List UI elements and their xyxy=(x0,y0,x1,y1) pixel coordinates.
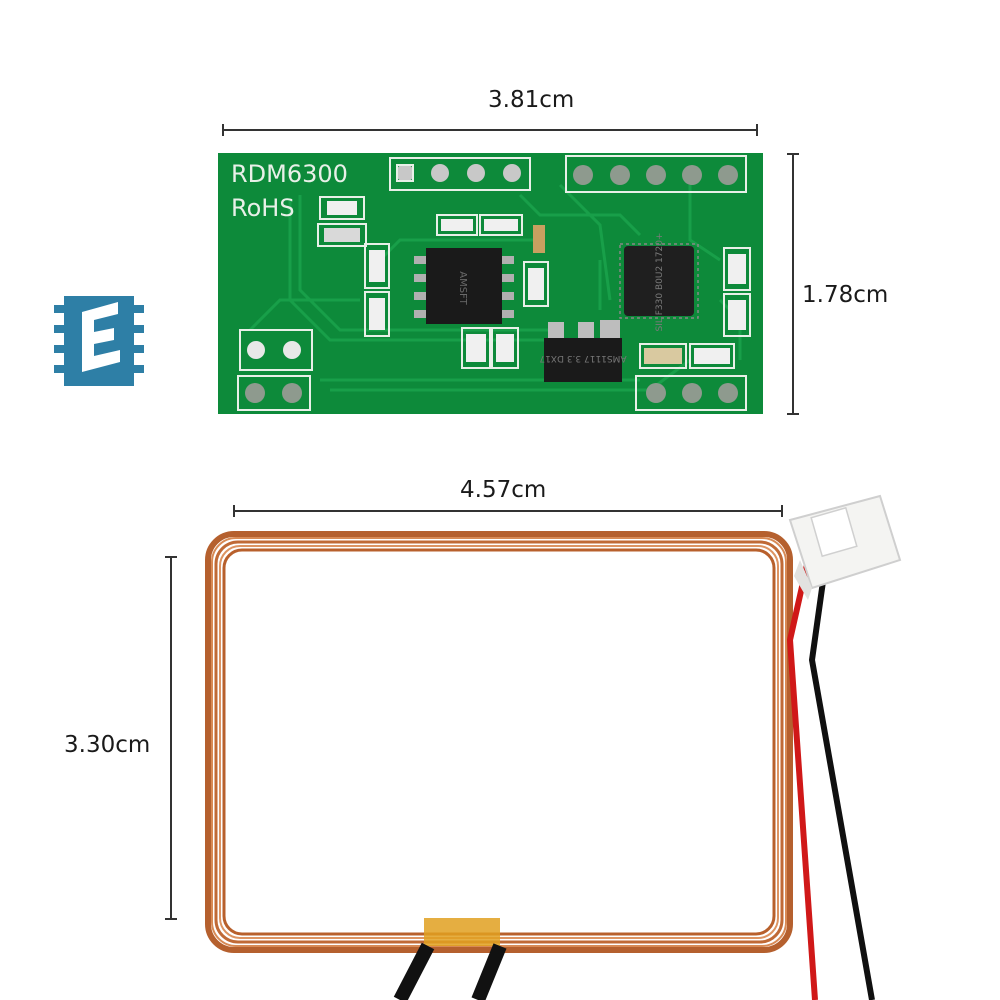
board-height-tick-top xyxy=(787,153,799,155)
ic2-text: SIL F330 B0U2 1720+ xyxy=(655,233,665,332)
coil-width-label: 4.57cm xyxy=(460,477,547,503)
board-rohs-label: RoHS xyxy=(231,194,295,222)
board-height-tick-bottom xyxy=(787,413,799,415)
board-height-line xyxy=(792,153,794,415)
coil-width-tick-right xyxy=(781,505,783,517)
board-width-line xyxy=(222,129,758,131)
coil-height-tick-top xyxy=(165,556,177,558)
ic1-text: AMSFT xyxy=(457,271,468,305)
regulator-text: AMS1117 3.3 DX17 xyxy=(539,353,626,363)
coil-height-line xyxy=(170,556,172,920)
board-height-label: 1.78cm xyxy=(802,282,889,308)
board-width-tick-left xyxy=(222,124,224,136)
board-model-label: RDM6300 xyxy=(231,160,348,188)
board-width-tick-right xyxy=(756,124,758,136)
coil-width-tick-left xyxy=(233,505,235,517)
coil-height-tick-bottom xyxy=(165,918,177,920)
coil-height-label: 3.30cm xyxy=(64,732,151,758)
coil-width-line xyxy=(233,510,783,512)
board-width-label: 3.81cm xyxy=(488,87,575,113)
